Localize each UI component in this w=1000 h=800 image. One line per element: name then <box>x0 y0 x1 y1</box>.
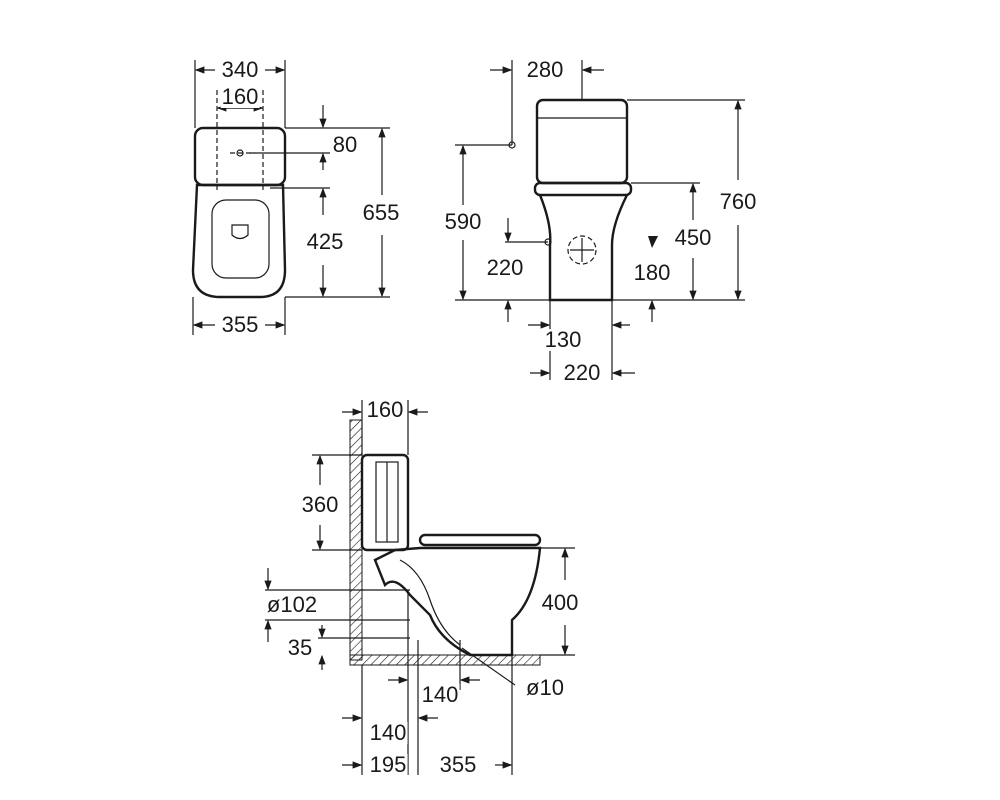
dim-tank-height: 360 <box>300 492 340 517</box>
dim-foot-width: 130 <box>543 327 583 352</box>
dim-tank-holes: 160 <box>220 84 260 109</box>
dim-bowl-width: 355 <box>220 312 260 337</box>
dim-supply-offset: 280 <box>525 57 565 82</box>
top-view <box>191 60 390 335</box>
dim-width-overall: 340 <box>220 57 260 82</box>
dim-outlet-distance: 140 <box>420 682 460 707</box>
dim-seat-height: 450 <box>673 225 713 250</box>
dim-depth-overall: 655 <box>361 200 401 225</box>
dim-fixing-diameter: ø10 <box>525 675 565 700</box>
dim-bowl-height: 400 <box>540 590 580 615</box>
dim-tank-depth: 160 <box>365 397 405 422</box>
dim-outlet-center: 35 <box>286 635 314 660</box>
dim-outlet-diameter: ø102 <box>265 592 319 617</box>
dim-outlet-to-front: 355 <box>438 752 478 777</box>
dim-hole-offset: 80 <box>331 132 359 157</box>
dim-outlet-height-right: 180 <box>632 260 672 285</box>
dim-wall-to-outlet: 195 <box>368 752 408 777</box>
dim-outlet-height-left: 220 <box>485 255 525 280</box>
dim-supply-height: 590 <box>443 209 483 234</box>
side-view <box>264 400 575 775</box>
dim-wall-to-fixing: 140 <box>368 720 408 745</box>
front-view <box>455 60 745 380</box>
dim-total-height: 760 <box>718 189 758 214</box>
dim-bowl-length: 425 <box>305 229 345 254</box>
dim-base-width: 220 <box>562 360 602 385</box>
